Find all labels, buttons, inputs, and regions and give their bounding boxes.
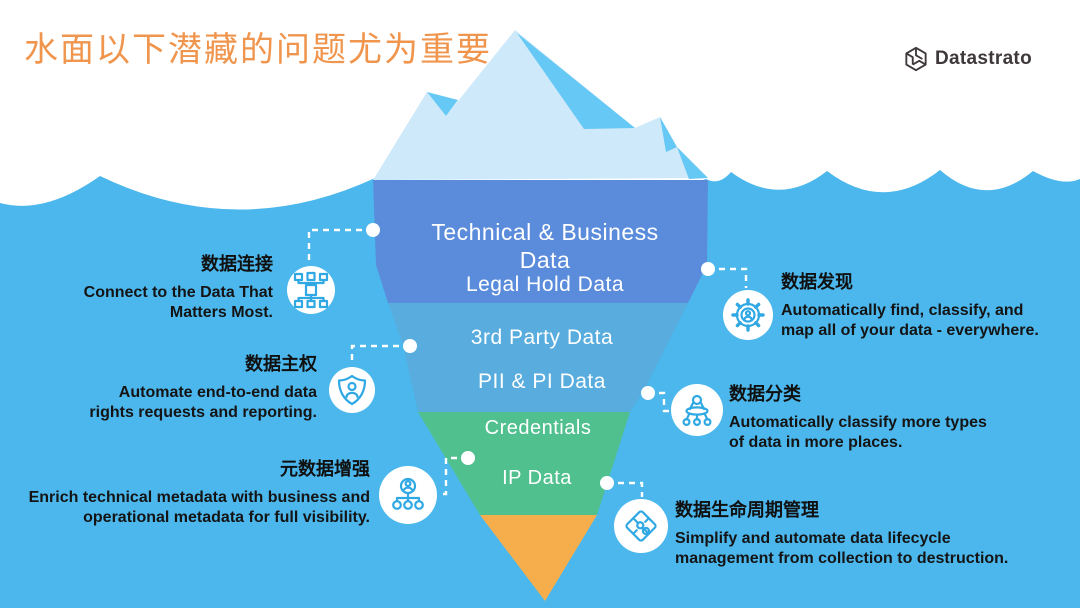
label-ip-data: IP Data — [502, 467, 572, 489]
connector-lifecycle — [607, 481, 644, 497]
shield-user-icon — [329, 367, 375, 413]
gear-user-icon — [723, 290, 773, 340]
annotation-line: Automatically find, classify, and — [781, 302, 1024, 319]
connector-data-classification — [648, 391, 669, 413]
annotation-data-sovereignty: 数据主权 Automate end-to-end data rights req… — [89, 350, 317, 422]
metadata-hierarchy-icon — [379, 466, 437, 524]
label-3rd-party-data: 3rd Party Data — [470, 326, 614, 349]
annotation-line: Connect to the Data That — [83, 284, 273, 301]
classification-tree-icon — [671, 384, 723, 436]
annotation-line: of data in more places. — [729, 433, 903, 451]
annotation-metadata-enrichment: 元数据增强 Enrich technical metadata with bus… — [29, 455, 370, 527]
logo: Datastrato — [903, 46, 1032, 72]
logo-text: Datastrato — [935, 48, 1032, 69]
annotation-title: 数据主权 — [245, 354, 317, 375]
annotation-title: 数据连接 — [201, 254, 273, 275]
band-technical-business — [373, 180, 708, 303]
data-connection-icon — [287, 266, 335, 314]
connector-data-sovereignty — [350, 344, 410, 365]
annotation-line: Matters Most. — [169, 303, 273, 321]
connector-data-discovery — [708, 267, 748, 288]
annotation-data-lifecycle: 数据生命周期管理 Simplify and automate data life… — [675, 496, 1008, 568]
annotation-data-classification: 数据分类 Automatically classify more types o… — [729, 380, 987, 452]
label-technical-business-2: Data — [519, 247, 571, 273]
label-technical-business-1: Technical & Business — [431, 219, 659, 245]
connector-dot — [403, 339, 417, 353]
annotation-line: management from collection to destructio… — [675, 549, 1009, 567]
connector-dot — [600, 476, 614, 490]
label-legal-hold-data: Legal Hold Data — [465, 273, 625, 296]
label-credentials: Credentials — [484, 417, 592, 439]
annotation-line: Automatically classify more types — [729, 414, 987, 431]
annotation-line: map all of your data - everywhere. — [781, 321, 1039, 339]
slide-title: 水面以下潜藏的问题尤为重要 — [24, 30, 492, 70]
annotation-line: Enrich technical metadata with business … — [28, 489, 370, 506]
iceberg-above-water — [373, 30, 708, 180]
puzzle-icon — [614, 499, 668, 553]
annotation-data-connection: 数据连接 Connect to the Data That Matters Mo… — [84, 250, 273, 322]
connector-dot — [641, 386, 655, 400]
connector-metadata — [439, 456, 468, 496]
annotation-line: Automate end-to-end data — [118, 384, 317, 401]
annotation-title: 元数据增强 — [280, 459, 370, 480]
connector-dot — [701, 262, 715, 276]
connector-dot — [461, 451, 475, 465]
connector-dots — [366, 223, 715, 490]
annotation-title: 数据生命周期管理 — [675, 500, 819, 521]
connectors — [307, 228, 748, 497]
label-pii-pi-data: PII & PI Data — [478, 370, 606, 393]
annotation-title: 数据分类 — [729, 384, 801, 405]
annotation-line: operational metadata for full visibility… — [83, 508, 370, 526]
datastrato-hexagon-icon — [905, 46, 927, 72]
annotation-line: Simplify and automate data lifecycle — [675, 530, 951, 547]
annotation-line: rights requests and reporting. — [89, 403, 317, 421]
annotation-data-discovery: 数据发现 Automatically find, classify, and m… — [781, 268, 1039, 340]
annotation-title: 数据发现 — [781, 272, 853, 293]
connector-dot — [366, 223, 380, 237]
